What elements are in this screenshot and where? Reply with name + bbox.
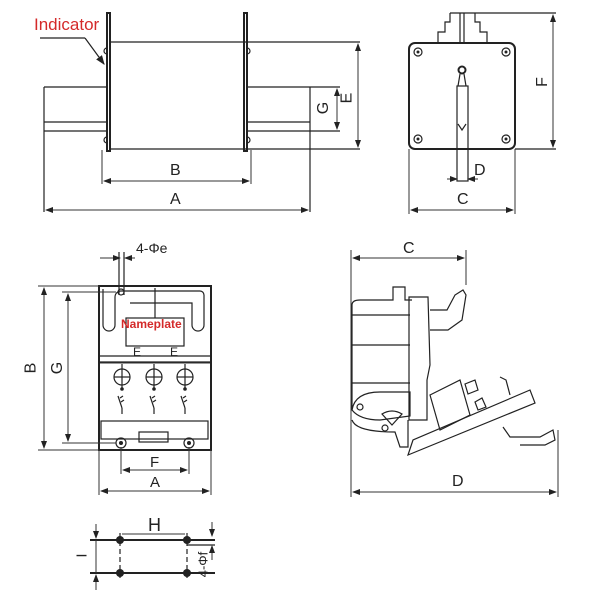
dim-label-e-front: E [338,92,356,104]
dim-label-f-side: F [533,77,551,87]
dim-label-a-front: A [170,191,181,208]
dim-label-d-base-side: D [452,473,464,490]
dim-label-a-base: A [150,474,161,491]
dim-label-g-base: G [49,361,67,375]
dim-label-h: H [148,515,161,535]
dim-label-i: I [73,553,91,558]
hole-label-e: 4-Φe [136,240,168,256]
base-side-view [350,250,559,497]
base-top-view [38,252,212,495]
dim-label-e2: E [170,345,179,359]
mount-pattern [90,522,215,590]
nameplate-callout: Nameplate [121,317,182,331]
front-view [40,12,361,213]
terminal-2 [145,364,163,414]
dim-label-b-base: B [22,362,40,374]
indicator-callout: Indicator [34,15,100,34]
dim-label-e1: E [133,345,142,359]
terminal-3 [176,364,194,414]
dim-label-f-base: F [150,454,160,471]
hole-label-f: 4-Φf [195,551,211,578]
dim-label-b-front: B [170,162,181,179]
dim-label-c-side: C [457,191,469,208]
dim-label-c-base-side: C [403,240,415,257]
dim-label-d-side: D [474,162,486,179]
terminal-1 [113,364,131,414]
dim-label-g-front: G [315,101,333,115]
side-view [408,12,556,214]
